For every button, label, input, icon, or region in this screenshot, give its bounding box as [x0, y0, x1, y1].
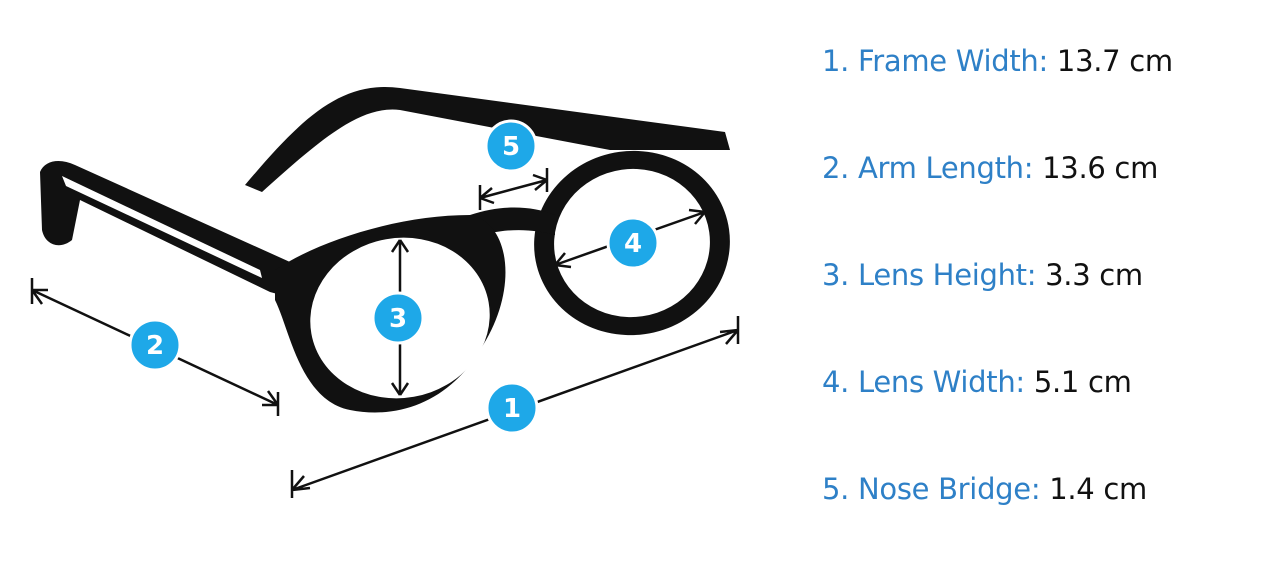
spec-nose-bridge: 5. Nose Bridge: 1.4 cm: [822, 472, 1147, 506]
badge-1: 1: [485, 381, 539, 435]
nose-bridge-arrow: [478, 168, 549, 210]
spec-lens-height: 3. Lens Height: 3.3 cm: [822, 258, 1143, 292]
svg-text:4: 4: [624, 229, 642, 259]
spec-value: 5.1 cm: [1033, 365, 1132, 399]
spec-label: 1. Frame Width:: [822, 44, 1048, 78]
spec-arm-length: 2. Arm Length: 13.6 cm: [822, 151, 1158, 185]
svg-text:5: 5: [502, 132, 520, 162]
spec-label: 2. Arm Length:: [822, 151, 1034, 185]
spec-lens-width: 4. Lens Width: 5.1 cm: [822, 365, 1132, 399]
glasses-diagram: 1 2 3 4 5: [30, 86, 740, 498]
spec-value: 1.4 cm: [1049, 472, 1147, 506]
badge-3: 3: [371, 291, 425, 345]
spec-frame-width: 1. Frame Width: 13.7 cm: [822, 44, 1173, 78]
spec-label: 3. Lens Height:: [822, 258, 1037, 292]
spec-value: 13.6 cm: [1042, 151, 1159, 185]
badge-5: 5: [484, 119, 538, 173]
svg-text:2: 2: [146, 331, 164, 361]
badge-4: 4: [606, 216, 660, 270]
svg-text:1: 1: [503, 394, 521, 424]
spec-label: 5. Nose Bridge:: [822, 472, 1041, 506]
spec-label: 4. Lens Width:: [822, 365, 1025, 399]
spec-value: 3.3 cm: [1045, 258, 1143, 292]
svg-text:3: 3: [389, 304, 407, 334]
badge-2: 2: [128, 318, 182, 372]
glasses-illustration: [40, 86, 730, 413]
spec-value: 13.7 cm: [1056, 44, 1173, 78]
